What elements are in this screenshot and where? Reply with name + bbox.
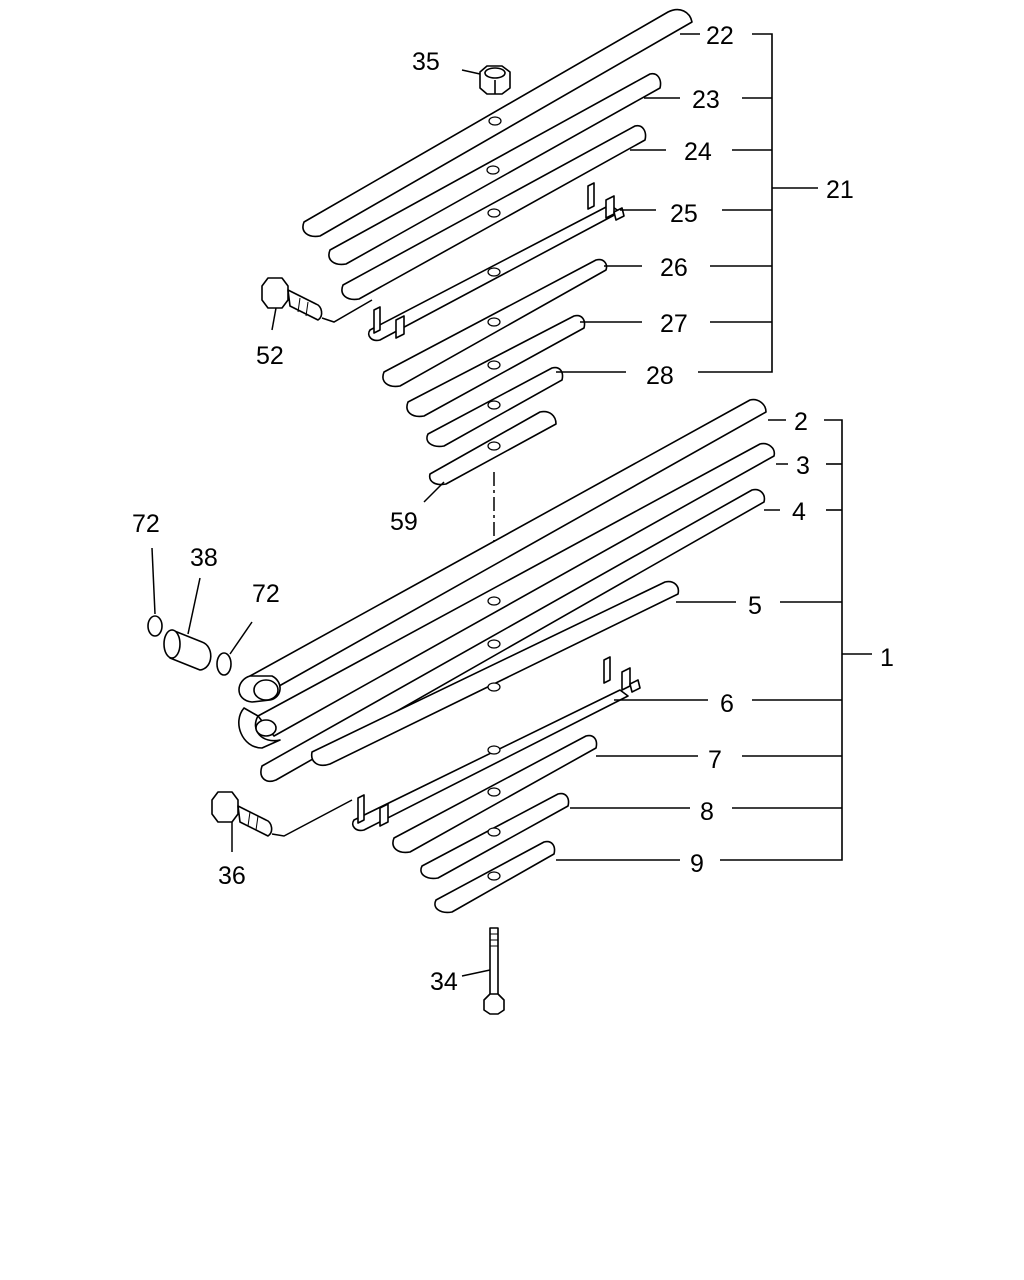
callout-9: 9 — [690, 850, 704, 878]
callout-36: 36 — [218, 862, 246, 890]
callout-28: 28 — [646, 362, 674, 390]
callout-labels: 22 35 23 24 21 25 26 27 52 28 2 3 4 59 7… — [132, 22, 894, 996]
callout-26: 26 — [660, 254, 688, 282]
shim-59 — [428, 410, 557, 486]
leaf-27 — [406, 314, 586, 418]
leaf-3-with-wrap — [238, 442, 776, 749]
bushing-38-icon — [163, 629, 212, 671]
leaf-26 — [382, 258, 608, 388]
callout-7: 7 — [708, 746, 722, 774]
leaf-2-with-eye — [238, 398, 767, 703]
leaf-28 — [426, 366, 564, 448]
callout-27: 27 — [660, 310, 688, 338]
callout-38: 38 — [190, 544, 218, 572]
callout-2: 2 — [794, 408, 808, 436]
callout-23: 23 — [692, 86, 720, 114]
callout-35: 35 — [412, 48, 440, 76]
callout-34: 34 — [430, 968, 458, 996]
callout-4: 4 — [792, 498, 806, 526]
nut-35-icon — [479, 65, 511, 95]
leaf-4 — [260, 488, 766, 782]
callout-25: 25 — [670, 200, 698, 228]
lower-leaf-assembly — [147, 398, 776, 1015]
leaf-8 — [420, 787, 570, 880]
center-bolt-34-icon — [483, 927, 505, 1015]
ring-72-right-icon — [216, 652, 232, 676]
bolt-36-icon — [211, 791, 353, 837]
callout-5: 5 — [748, 592, 762, 620]
leader-lines — [151, 33, 872, 977]
callout-22: 22 — [706, 22, 734, 50]
callout-72-right: 72 — [252, 580, 280, 608]
callout-3: 3 — [796, 452, 810, 480]
callout-6: 6 — [720, 690, 734, 718]
upper-leaf-assembly — [261, 8, 693, 556]
leaf-6-with-clips — [351, 656, 641, 832]
callout-21: 21 — [826, 176, 854, 204]
callout-24: 24 — [684, 138, 712, 166]
callout-59: 59 — [390, 508, 418, 536]
callout-1: 1 — [880, 644, 894, 672]
callout-52: 52 — [256, 342, 284, 370]
leaf-5 — [310, 580, 680, 767]
leaf-9 — [434, 840, 556, 914]
ring-72-left-icon — [147, 615, 163, 637]
callout-8: 8 — [700, 798, 714, 826]
callout-72-left: 72 — [132, 510, 160, 538]
bolt-52-icon — [261, 277, 373, 323]
